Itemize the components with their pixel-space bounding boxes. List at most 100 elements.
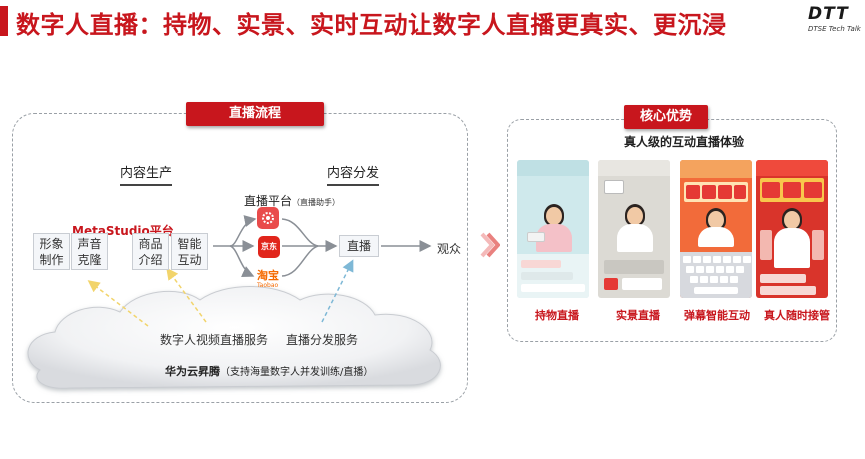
box-line: 互动 [177, 253, 202, 267]
huawei-cloud-label: 华为云昇腾（支持海量数字人并发训练/直播） [165, 363, 373, 379]
keyboard-key [716, 266, 724, 273]
comment-line [521, 272, 573, 280]
host-face [627, 207, 643, 225]
host-body [698, 227, 734, 247]
keyboard-key [686, 266, 694, 273]
jd-app-icon: 京东 [258, 236, 280, 258]
phone-top-bar [756, 160, 828, 176]
caption-holding-live: 持物直播 [535, 309, 579, 322]
digital-human-live-service-label: 数字人视频直播服务 [160, 333, 269, 347]
phone-screenshot-takeover [756, 160, 828, 298]
promo-price-box [783, 182, 801, 198]
keyboard-key [710, 276, 718, 283]
product-intro-box: 商品 介绍 [132, 233, 169, 270]
keyboard-key [730, 276, 738, 283]
smart-interaction-box: 智能 互动 [171, 233, 208, 270]
phone-screenshot-real-scene [598, 160, 670, 298]
cloud-shape [27, 286, 441, 389]
host-face [546, 207, 562, 225]
keyboard-key [690, 276, 698, 283]
flower-icon [262, 212, 274, 224]
held-product [527, 232, 545, 242]
keyboard-key [726, 266, 734, 273]
jd-app-label: 京东 [261, 242, 277, 251]
experience-subtitle: 真人级的互动直播体验 [624, 135, 745, 149]
host-face [784, 211, 800, 229]
box-line: 克隆 [77, 253, 102, 267]
live-flow-tag: 直播流程 [186, 102, 324, 126]
host-face [708, 211, 724, 229]
promo-price-box [762, 182, 780, 198]
host-body [774, 228, 810, 268]
box-line: 制作 [39, 253, 64, 267]
comment-line [760, 274, 806, 283]
core-advantages-tag: 核心优势 [624, 105, 708, 129]
live-platform-note: （直播助手） [292, 198, 341, 207]
live-platform-label: 直播平台（直播助手） [244, 192, 340, 209]
caption-danmaku-interaction: 弹幕智能互动 [684, 309, 750, 322]
phone-top-bar [598, 160, 670, 176]
audience-label: 观众 [437, 242, 462, 256]
logo-sub-text: DTSE Tech Talk [808, 25, 861, 33]
keyboard-key [743, 256, 751, 263]
live-assistant-app-icon [257, 207, 279, 229]
phone-screenshot-danmaku [680, 160, 752, 298]
taobao-app-sub: Taobao [257, 282, 279, 289]
keyboard-key [733, 256, 741, 263]
caption-human-takeover: 真人随时接管 [764, 309, 830, 322]
promo-banner [684, 182, 748, 202]
keyboard-key [736, 266, 744, 273]
keyboard-key [683, 256, 691, 263]
keyboard-key [706, 266, 714, 273]
logo-main-text: DTT [808, 4, 849, 24]
box-line: 商品 [138, 237, 163, 251]
promo-price-box [734, 185, 746, 199]
keyboard-key [696, 266, 704, 273]
promo-price-box [804, 182, 822, 198]
keyboard-key [700, 276, 708, 283]
box-line: 介绍 [138, 253, 163, 267]
live-distribution-service-label: 直播分发服务 [286, 333, 359, 347]
promo-price-box [718, 185, 732, 199]
phone-screenshot-holding [517, 160, 589, 298]
caption-real-scene-live: 实景直播 [616, 309, 660, 322]
promo-price-box [702, 185, 716, 199]
keyboard-key [720, 276, 728, 283]
keyboard-key [693, 256, 701, 263]
taobao-app-icon: 淘宝 [257, 269, 279, 282]
keyboard-space [694, 287, 738, 294]
keyboard-key [713, 256, 721, 263]
comment-line [521, 260, 561, 268]
live-platform-text: 直播平台 [244, 194, 293, 208]
page-title: 数字人直播：持物、实景、实时互动让数字人直播更真实、更沉浸 [16, 11, 727, 39]
red-badge [604, 278, 618, 290]
side-panel [812, 230, 824, 260]
huawei-cloud-name: 华为云昇腾 [165, 365, 220, 378]
box-line: 声音 [77, 237, 102, 251]
dtt-logo: DTT DTSE Tech Talk [808, 4, 862, 36]
comment-line [622, 278, 662, 290]
box-line: 智能 [177, 237, 202, 251]
keyboard-key [703, 256, 711, 263]
huawei-cloud-note: （支持海量数字人并发训练/直播） [220, 367, 374, 378]
promo-price-box [686, 185, 700, 199]
chevron-right-icon [480, 232, 500, 258]
product-thumb [604, 180, 624, 194]
voice-clone-box: 声音 克隆 [71, 233, 108, 270]
content-distribution-label: 内容分发 [327, 162, 380, 186]
comment-line [760, 286, 816, 295]
phone-top-bar [517, 160, 589, 176]
phone-top-bar [680, 160, 752, 178]
title-accent-mark [0, 6, 8, 36]
box-line: 形象 [39, 237, 64, 251]
phone-products-row [604, 260, 664, 274]
avatar-creation-box: 形象 制作 [33, 233, 70, 270]
live-stream-box: 直播 [339, 235, 379, 257]
comment-line [521, 284, 585, 292]
side-panel [760, 230, 772, 260]
keyboard-key [723, 256, 731, 263]
host-body [617, 224, 653, 252]
title-bar: 数字人直播：持物、实景、实时互动让数字人直播更真实、更沉浸 DTT DTSE T… [0, 0, 865, 40]
content-production-label: 内容生产 [120, 162, 173, 186]
